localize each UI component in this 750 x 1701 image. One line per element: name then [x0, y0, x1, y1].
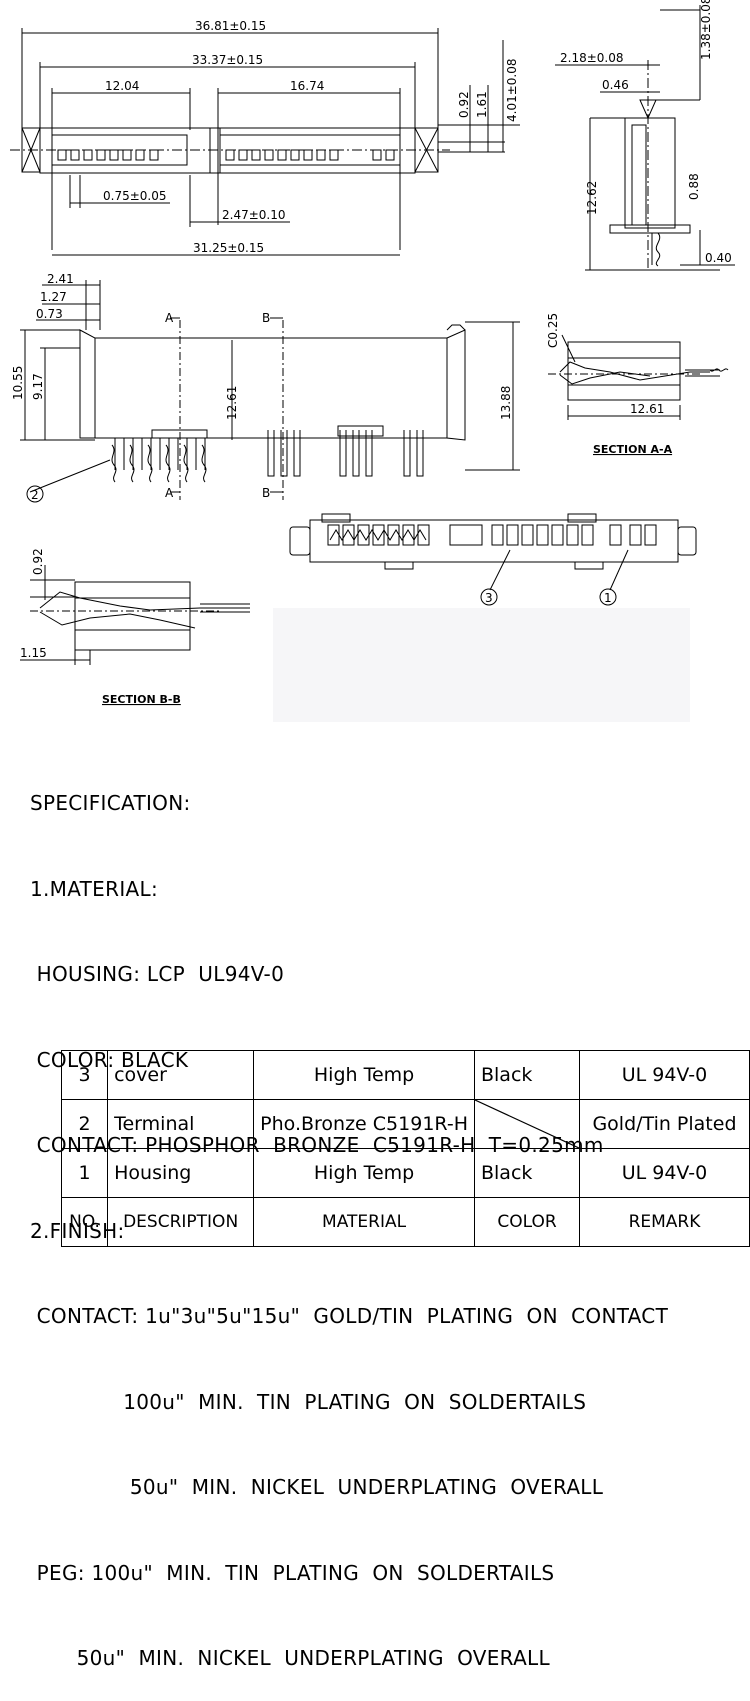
dim-0-75: 0.75±0.05 [103, 189, 167, 203]
placeholder-panel [273, 608, 690, 722]
side-view-dim-labels: 2.18±0.08 1.38±0.08 0.46 12.62 0.88 0.40 [560, 0, 732, 265]
bom-remark: Gold/Tin Plated [578, 1099, 750, 1149]
svg-text:1: 1 [604, 591, 612, 605]
table-row: 1 Housing High Temp Black UL 94V-0 [60, 1148, 750, 1198]
bom-description: Terminal [107, 1099, 255, 1149]
dim-1-15: 1.15 [20, 646, 47, 660]
side-view [555, 5, 735, 271]
dim-4-01: 4.01±0.08 [505, 59, 519, 123]
table-row: 2 Terminal Pho.Bronze C5191R-H Gold/Tin … [60, 1099, 750, 1149]
section-marker-b-bottom: B [262, 486, 270, 500]
balloon-3: 3 [480, 588, 498, 606]
dim-1-38: 1.38±0.08 [699, 0, 713, 60]
bom-no: 2 [60, 1099, 109, 1149]
svg-text:3: 3 [485, 591, 493, 605]
section-aa [548, 334, 729, 420]
dim-1-61: 1.61 [475, 91, 489, 118]
dim-0-40: 0.40 [705, 251, 732, 265]
bom-description: cover [107, 1050, 255, 1100]
bom-color-empty [473, 1099, 580, 1149]
dim-10-55: 10.55 [11, 366, 25, 400]
spec-line: PEG: 100u" MIN. TIN PLATING ON SOLDERTAI… [30, 1560, 555, 1585]
bottom-view [289, 513, 697, 591]
spec-line: SPECIFICATION: [30, 791, 191, 815]
bom-remark: UL 94V-0 [578, 1050, 750, 1100]
svg-text:2: 2 [31, 488, 39, 502]
bom-no: 1 [60, 1148, 109, 1198]
balloon-2: 2 [26, 485, 44, 503]
header-material: MATERIAL [253, 1197, 475, 1247]
spec-line: 1.MATERIAL: [30, 876, 158, 901]
spec-line: CONTACT: 1u"3u"5u"15u" GOLD/TIN PLATING … [30, 1304, 669, 1328]
dim-13-88: 13.88 [499, 386, 513, 420]
bom-description: Housing [107, 1148, 255, 1198]
dim-c0-25: C0.25 [546, 313, 560, 348]
dim-31-25: 31.25±0.15 [193, 241, 264, 255]
section-aa-title: SECTION A-A [593, 443, 673, 456]
header-remark: REMARK [578, 1197, 750, 1247]
bom-color: Black [473, 1050, 580, 1100]
bom-remark: UL 94V-0 [578, 1148, 750, 1198]
pins-right [225, 149, 395, 161]
dim-2-18: 2.18±0.08 [560, 51, 624, 65]
dim-2-47: 2.47±0.10 [222, 208, 286, 222]
bom-no: 3 [60, 1050, 109, 1100]
dim-33-37: 33.37±0.15 [192, 53, 263, 67]
solder-tails-right [267, 430, 424, 477]
spec-line: 50u" MIN. NICKEL UNDERPLATING OVERALL [30, 1475, 604, 1499]
bottom-pins [327, 524, 657, 546]
bom-material: Pho.Bronze C5191R-H [253, 1099, 475, 1149]
dim-1-27: 1.27 [40, 290, 67, 304]
section-bb [20, 565, 250, 665]
balloon-1: 1 [599, 588, 617, 606]
dim-12-61-aa: 12.61 [630, 402, 664, 416]
front-view [20, 280, 520, 500]
section-marker-a-bottom: A [165, 486, 174, 500]
spec-line: HOUSING: LCP UL94V-0 [30, 962, 285, 986]
dim-0-92: 0.92 [457, 91, 471, 118]
dim-12-62: 12.62 [585, 181, 599, 215]
front-view-dim-labels: 2.41 1.27 0.73 10.55 9.17 12.61 13.88 A … [11, 272, 513, 500]
spec-line: 50u" MIN. NICKEL UNDERPLATING OVERALL [30, 1646, 550, 1670]
dim-2-41: 2.41 [47, 272, 74, 286]
section-marker-b-top: B [262, 311, 270, 325]
dim-0-88: 0.88 [687, 173, 701, 200]
engineering-drawing: 36.81±0.15 33.37±0.15 12.04 16.74 0.92 1… [10, 0, 735, 706]
dim-0-92-bb: 0.92 [31, 548, 45, 575]
pins-left [57, 149, 159, 161]
header-description: DESCRIPTION [107, 1197, 255, 1247]
section-bb-labels: 0.92 1.15 SECTION B-B [20, 548, 181, 706]
bom-material: High Temp [253, 1148, 475, 1198]
solder-tails-left [111, 429, 208, 483]
table-header-row: NO. DESCRIPTION MATERIAL COLOR REMARK [60, 1197, 750, 1247]
bom-color: Black [473, 1148, 580, 1198]
section-marker-a-top: A [165, 311, 174, 325]
spec-line: 100u" MIN. TIN PLATING ON SOLDERTAILS [30, 1389, 587, 1414]
dim-12-61-front: 12.61 [225, 386, 239, 420]
section-aa-labels: C0.25 12.61 SECTION A-A [546, 313, 673, 456]
section-bb-title: SECTION B-B [102, 693, 181, 706]
top-view [10, 28, 520, 256]
dim-0-73: 0.73 [36, 307, 63, 321]
dim-16-74: 16.74 [290, 79, 324, 93]
header-no: NO. [60, 1197, 109, 1247]
dim-9-17: 9.17 [31, 373, 45, 400]
dim-36-81: 36.81±0.15 [195, 19, 266, 33]
header-color: COLOR [473, 1197, 580, 1247]
table-row: 3 cover High Temp Black UL 94V-0 [60, 1050, 750, 1100]
top-view-dim-labels: 36.81±0.15 33.37±0.15 12.04 16.74 0.92 1… [103, 19, 519, 255]
bom-material: High Temp [253, 1050, 475, 1100]
dim-0-46: 0.46 [602, 78, 629, 92]
bill-of-materials-table: 3 cover High Temp Black UL 94V-0 2 Termi… [60, 1050, 750, 1247]
dim-12-04: 12.04 [105, 79, 139, 93]
diagonal-slash [474, 1100, 579, 1148]
